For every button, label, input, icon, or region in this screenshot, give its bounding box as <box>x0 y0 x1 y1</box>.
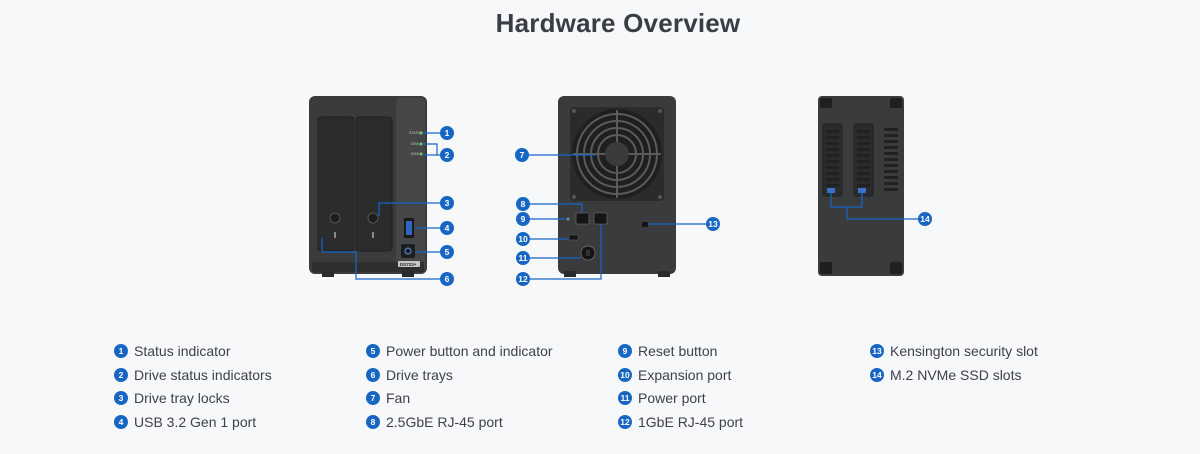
legend-number-badge: 3 <box>114 391 128 405</box>
callout-number: 4 <box>445 223 450 233</box>
callout-number: 1 <box>445 128 450 138</box>
legend-label: Drive status indicators <box>134 367 272 383</box>
legend-label: Drive trays <box>386 367 453 383</box>
legend-number-badge: 13 <box>870 344 884 358</box>
back-view-device <box>558 96 676 277</box>
legend-item: 11 Power port <box>618 390 706 406</box>
callout-number: 10 <box>518 234 528 244</box>
callout-number: 11 <box>519 253 528 263</box>
legend-number-badge: 5 <box>366 344 380 358</box>
disk1-led <box>419 142 423 146</box>
legend-number-badge: 10 <box>618 368 632 382</box>
legend-number-badge: 9 <box>618 344 632 358</box>
callout-badge-4 <box>440 221 454 235</box>
legend-item: 2 Drive status indicators <box>114 367 272 383</box>
legend-label: Status indicator <box>134 343 231 359</box>
legend-item: 1 Status indicator <box>114 343 231 359</box>
callout-badge-13 <box>706 217 720 231</box>
callout-badge-6 <box>440 272 454 286</box>
legend-number-badge: 2 <box>114 368 128 382</box>
legend-item: 4 USB 3.2 Gen 1 port <box>114 414 256 430</box>
legend-item: 8 2.5GbE RJ-45 port <box>366 414 503 430</box>
callout-number: 5 <box>445 247 450 257</box>
legend-number-badge: 12 <box>618 415 632 429</box>
legend-item: 5 Power button and indicator <box>366 343 553 359</box>
legend-label: Reset button <box>638 343 718 359</box>
callout-badge-8 <box>516 197 530 211</box>
page-title: Hardware Overview <box>495 8 741 38</box>
legend-item: 7 Fan <box>366 390 410 406</box>
callout-number: 14 <box>920 214 930 224</box>
status-led <box>419 131 423 135</box>
legend-label: Fan <box>386 390 411 406</box>
legend-item: 9 Reset button <box>618 343 717 359</box>
legend-item: 6 Drive trays <box>366 367 453 383</box>
lan-1gbe-port[interactable] <box>593 212 608 225</box>
callout-badge-7 <box>515 148 529 162</box>
callout-number: 6 <box>445 274 450 284</box>
legend-label: 1GbE RJ-45 port <box>638 414 744 430</box>
drive-tray-1[interactable] <box>317 116 355 252</box>
legend-number-badge: 7 <box>366 391 380 405</box>
callout-number: 2 <box>445 150 450 160</box>
disk2-led <box>419 152 423 156</box>
legend-item: 14 M.2 NVMe SSD slots <box>870 367 1021 383</box>
callout-badge-1 <box>440 126 454 140</box>
callout-badge-14 <box>918 212 932 226</box>
callout-number: 12 <box>518 274 528 284</box>
legend-number-badge: 8 <box>366 415 380 429</box>
legend-label: Power button and indicator <box>386 343 553 359</box>
disk1-led-label: DISK 1 <box>411 142 422 146</box>
status-led-label: STATUS <box>409 131 423 135</box>
callout-number: 3 <box>445 198 450 208</box>
callout-badge-10 <box>516 232 530 246</box>
callout-number: 13 <box>708 219 718 229</box>
legend-label: USB 3.2 Gen 1 port <box>134 414 257 430</box>
power-button[interactable] <box>401 244 415 258</box>
callout-badge-2 <box>440 148 454 162</box>
legend-label: Expansion port <box>638 367 732 383</box>
front-view-device: STATUS DISK 1 DISK 2 DS723+ <box>309 96 427 277</box>
callout-badge-12 <box>516 272 530 286</box>
legend-number-badge: 11 <box>618 391 632 405</box>
disk2-led-label: DISK 2 <box>411 152 422 156</box>
callout-number: 8 <box>521 199 526 209</box>
legend-label: Power port <box>638 390 706 406</box>
bottom-view-device <box>818 96 904 276</box>
reset-button[interactable] <box>566 217 570 221</box>
expansion-port[interactable] <box>568 234 579 241</box>
hardware-diagram: STATUS DISK 1 DISK 2 DS723+ <box>309 96 932 286</box>
legend-label: M.2 NVMe SSD slots <box>890 367 1022 383</box>
legend-number-badge: 14 <box>870 368 884 382</box>
legend-item: 3 Drive tray locks <box>114 390 230 406</box>
legend-label: Kensington security slot <box>890 343 1038 359</box>
legend-number-badge: 4 <box>114 415 128 429</box>
kensington-slot[interactable] <box>642 222 648 227</box>
model-badge-plate <box>398 261 420 267</box>
model-badge: DS723+ <box>400 262 417 267</box>
callout-badge-11 <box>516 251 530 265</box>
legend-label: 2.5GbE RJ-45 port <box>386 414 503 430</box>
callout-number: 7 <box>520 150 525 160</box>
callout-badge-5 <box>440 245 454 259</box>
legend-number-badge: 6 <box>366 368 380 382</box>
fan <box>570 107 664 201</box>
legend-number-badge: 1 <box>114 344 128 358</box>
legend-item: 12 1GbE RJ-45 port <box>618 414 743 430</box>
legend-label: Drive tray locks <box>134 390 230 406</box>
callout-number: 9 <box>521 214 526 224</box>
legend-item: 10 Expansion port <box>618 367 731 383</box>
callout-badge-3 <box>440 196 454 210</box>
legend-item: 13 Kensington security slot <box>870 343 1038 359</box>
lan-2-5gbe-port[interactable] <box>575 212 590 225</box>
drive-tray-2[interactable] <box>355 116 393 252</box>
callout-badge-9 <box>516 212 530 226</box>
